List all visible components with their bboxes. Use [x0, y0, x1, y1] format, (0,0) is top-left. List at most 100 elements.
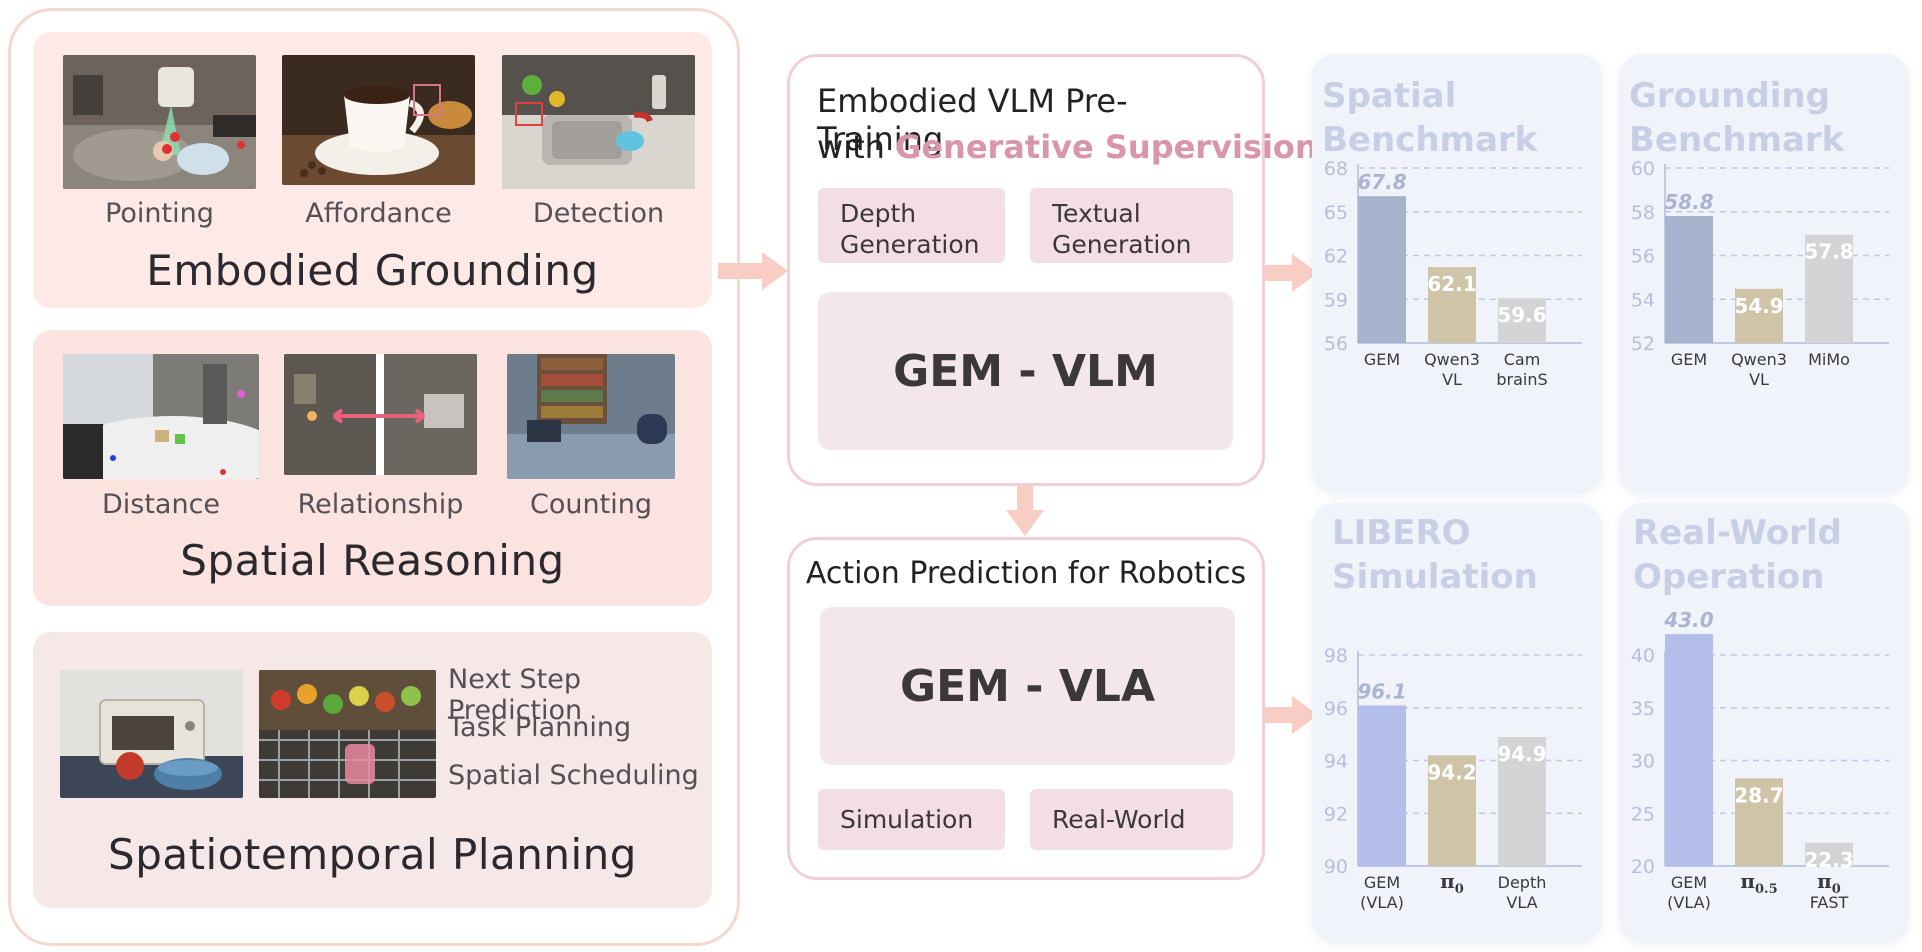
bar	[1805, 842, 1853, 866]
bar	[1805, 234, 1853, 343]
arrow-right-icon	[718, 252, 788, 290]
bar	[1735, 288, 1783, 343]
pretraining-title-plain: with	[817, 128, 896, 166]
category-label: GEM	[1671, 350, 1707, 369]
gem-vlm-model-block: GEM - VLM	[818, 292, 1233, 450]
category-label: Qwen3	[1731, 350, 1787, 369]
task-planning-label: Task Planning	[448, 712, 632, 743]
relationship-image	[284, 354, 477, 475]
y-tick-label: 98	[1324, 645, 1348, 667]
category-label: Depth	[1498, 873, 1547, 892]
category-label: VL	[1749, 370, 1769, 389]
bar	[1735, 778, 1783, 866]
value-label: 43.0	[1663, 608, 1713, 632]
y-tick-label: 40	[1631, 645, 1655, 667]
detection-image	[502, 55, 695, 189]
bar	[1498, 736, 1546, 866]
gem-vla-model-block: GEM - VLA	[820, 607, 1235, 765]
counting-image	[507, 354, 675, 479]
action-prediction-title: Action Prediction for Robotics	[805, 556, 1247, 591]
depth-generation-tag: Depth Generation	[818, 188, 1005, 263]
spatiotemporal-planning-title: Spatiotemporal Planning	[108, 830, 637, 879]
generative-supervision-highlight: Generative Supervision	[895, 128, 1318, 166]
category-label: GEM	[1364, 873, 1400, 892]
affordance-image	[282, 55, 475, 185]
real-world-tag: Real-World	[1030, 789, 1233, 850]
category-label: MiMo	[1808, 350, 1850, 369]
y-tick-label: 30	[1631, 751, 1655, 773]
y-tick-label: 90	[1324, 856, 1348, 878]
affordance-label: Affordance	[305, 198, 452, 229]
counting-label: Counting	[530, 489, 652, 520]
bar	[1358, 196, 1406, 343]
spatial-scheduling-label: Spatial Scheduling	[448, 760, 699, 791]
toaster-image	[60, 670, 243, 798]
category-label: (VLA)	[1667, 893, 1711, 912]
grocery-image	[259, 670, 436, 798]
y-tick-label: 58	[1631, 202, 1655, 224]
bar	[1665, 216, 1713, 343]
relationship-label: Relationship	[297, 489, 464, 520]
value-label: 96.1	[1357, 679, 1406, 703]
spatial-reasoning-title: Spatial Reasoning	[180, 536, 565, 585]
y-tick-label: 54	[1631, 289, 1655, 311]
pretraining-title-line1: Embodied VLM Pre-Training	[817, 82, 1128, 158]
category-label: (VLA)	[1360, 893, 1404, 912]
distance-label: Distance	[101, 489, 221, 520]
y-tick-label: 25	[1631, 803, 1655, 825]
simulation-tag: Simulation	[818, 789, 1005, 850]
category-label: π0.5	[1740, 869, 1777, 897]
bar	[1428, 267, 1476, 343]
bar	[1665, 634, 1713, 866]
category-label: π0	[1440, 869, 1464, 897]
planning-task-list: Next Step Prediction Task Planning Spati…	[448, 664, 712, 808]
y-tick-label: 56	[1324, 333, 1348, 355]
spatial-benchmark-chart: 565962656867.8GEM62.1Qwen3VL59.6Cambrain…	[1324, 158, 1582, 389]
next-step-prediction-label: Next Step Prediction	[448, 664, 583, 726]
embodied-grounding-title: Embodied Grounding	[146, 246, 599, 295]
bar	[1358, 705, 1406, 866]
pointing-image	[63, 55, 256, 189]
arrow-right-icon	[1248, 696, 1318, 734]
value-label: 62.1	[1427, 272, 1476, 296]
category-label: GEM	[1364, 350, 1400, 369]
detection-label: Detection	[532, 198, 665, 229]
pretraining-title-line2: with Generative Supervision	[817, 128, 1318, 166]
arrow-right-icon	[1248, 254, 1318, 292]
value-label: 54.9	[1734, 294, 1783, 318]
category-label: VLA	[1506, 893, 1537, 912]
category-label: Qwen3	[1424, 350, 1480, 369]
y-tick-label: 68	[1324, 158, 1348, 180]
y-tick-label: 56	[1631, 246, 1655, 268]
y-tick-label: 65	[1324, 202, 1348, 224]
arrow-down-icon	[1006, 470, 1044, 536]
category-label: π0	[1817, 869, 1841, 897]
category-label: GEM	[1671, 873, 1707, 892]
category-label: Cam	[1504, 350, 1541, 369]
category-label: brainS	[1496, 370, 1547, 389]
pointing-label: Pointing	[105, 198, 214, 229]
value-label: 57.8	[1804, 240, 1853, 264]
chart-title: Grounding Benchmark	[1629, 76, 1845, 160]
chart-title: Real-World Operation	[1633, 513, 1842, 597]
chart-title: Spatial Benchmark	[1322, 76, 1538, 160]
distance-image	[63, 354, 259, 479]
value-label: 94.2	[1427, 760, 1476, 784]
value-label: 28.7	[1734, 783, 1783, 807]
category-label: FAST	[1810, 893, 1849, 912]
chart-title: LIBERO Simulation	[1332, 513, 1538, 597]
bar	[1498, 298, 1546, 343]
y-tick-label: 94	[1324, 751, 1348, 773]
y-tick-label: 60	[1631, 158, 1655, 180]
y-tick-label: 62	[1324, 246, 1348, 268]
value-label: 59.6	[1497, 303, 1546, 327]
y-tick-label: 96	[1324, 698, 1348, 720]
value-label: 94.9	[1497, 742, 1546, 766]
y-tick-label: 35	[1631, 698, 1655, 720]
